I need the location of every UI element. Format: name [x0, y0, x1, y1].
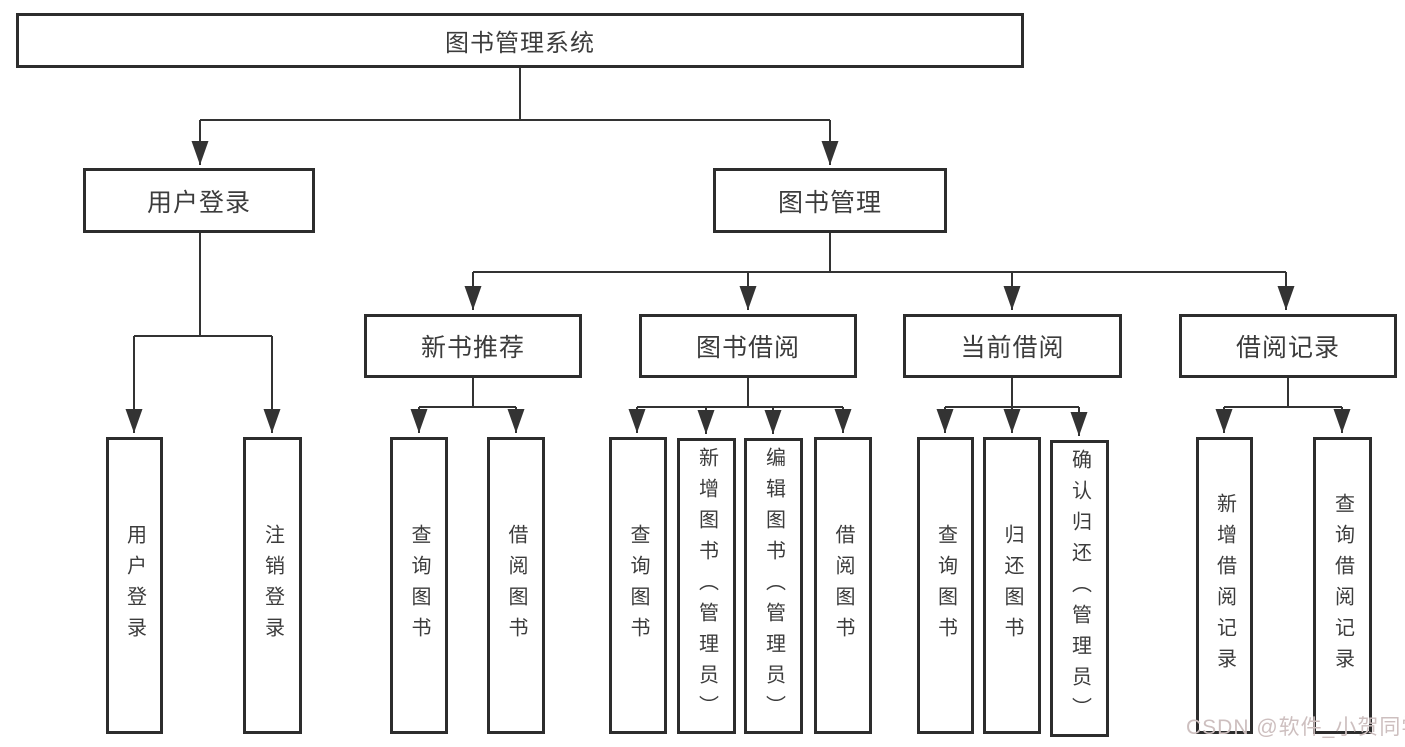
node-label: 借阅记录 — [1235, 334, 1340, 362]
node-label: 确认归还（管理员） — [1068, 449, 1091, 728]
node-bb-borrow-books: 借阅图书 — [814, 437, 872, 734]
node-cb-query-books: 查询图书 — [917, 437, 974, 734]
node-nbr-borrow-books: 借阅图书 — [487, 437, 545, 734]
node-label: 借阅图书 — [832, 523, 854, 648]
node-current-borrowing: 当前借阅 — [903, 314, 1122, 378]
node-label: 查询借阅记录 — [1331, 492, 1354, 679]
node-label: 查询图书 — [627, 523, 649, 648]
node-bb-add-books-admin: 新增图书（管理员） — [677, 438, 736, 734]
node-label: 查询图书 — [934, 523, 957, 648]
node-nbr-query-books: 查询图书 — [390, 437, 448, 734]
connector-group-current-borrowing — [936, 378, 1088, 436]
node-label: 新增图书（管理员） — [695, 446, 718, 726]
connector-group-root — [191, 68, 839, 165]
node-br-query-borrow-record: 查询借阅记录 — [1313, 437, 1372, 734]
node-cb-return-books: 归还图书 — [983, 437, 1041, 734]
connector-group-book-management — [464, 233, 1295, 310]
connector-group-book-borrowing — [628, 378, 852, 434]
node-bb-query-books: 查询图书 — [609, 437, 667, 734]
node-user-login: 用户登录 — [83, 168, 315, 233]
node-label: 图书管理系统 — [445, 30, 595, 57]
node-br-add-borrow-record: 新增借阅记录 — [1196, 437, 1253, 734]
node-label: 图书管理 — [777, 188, 882, 217]
node-new-book-recommendation: 新书推荐 — [364, 314, 582, 378]
node-borrowing-records: 借阅记录 — [1179, 314, 1397, 378]
node-label: 编辑图书（管理员） — [762, 446, 785, 726]
node-logout: 注销登录 — [243, 437, 302, 734]
node-book-management: 图书管理 — [713, 168, 947, 233]
node-cb-confirm-return-admin: 确认归还（管理员） — [1050, 440, 1109, 737]
node-user-login-leaf: 用户登录 — [106, 437, 163, 734]
node-label: 归还图书 — [1001, 523, 1023, 648]
node-label: 图书借阅 — [695, 334, 800, 362]
node-label: 用户登录 — [146, 188, 251, 217]
node-label: 新增借阅记录 — [1213, 492, 1236, 679]
node-library-management-system: 图书管理系统 — [16, 13, 1024, 68]
node-label: 注销登录 — [261, 523, 284, 648]
node-label: 当前借阅 — [960, 334, 1065, 362]
connector-group-user-login — [125, 233, 281, 433]
node-label: 借阅图书 — [505, 523, 527, 648]
csdn-watermark: CSDN @软件_小贺同学 — [1186, 716, 1405, 739]
connector-group-borrowing-records — [1215, 378, 1351, 433]
node-label: 查询图书 — [408, 523, 430, 648]
node-label: 用户登录 — [123, 523, 146, 648]
node-label: 新书推荐 — [420, 334, 525, 362]
connector-group-new-book-recommendation — [410, 378, 525, 433]
node-bb-edit-books-admin: 编辑图书（管理员） — [744, 438, 803, 734]
node-book-borrowing: 图书借阅 — [639, 314, 857, 378]
